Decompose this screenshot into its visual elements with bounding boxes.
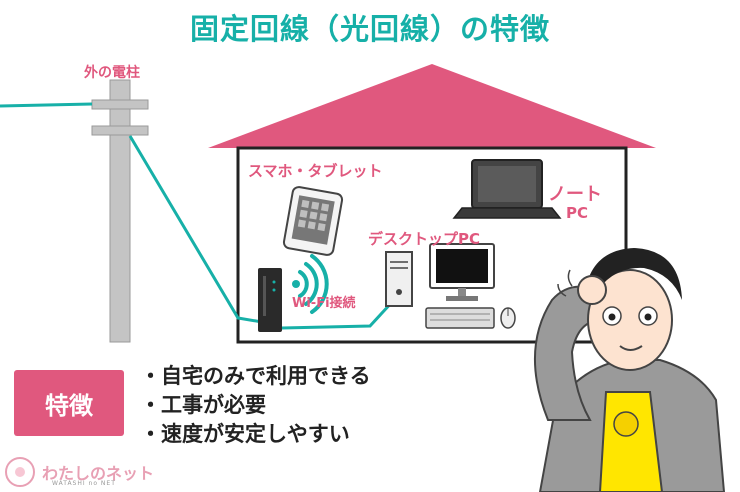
smartphone-label: スマホ・タブレット [248, 162, 383, 180]
notebook-label-line2: PC [566, 204, 589, 222]
mouse-icon [500, 307, 516, 329]
person-illustration [534, 248, 726, 492]
smartphone-icon [282, 186, 344, 256]
router-icon [258, 268, 282, 332]
notebook-label-line1: ノート [548, 184, 602, 205]
pole-icon [91, 79, 149, 343]
laptop-icon [452, 159, 562, 219]
feature-item: ・工事が必要 [140, 393, 266, 417]
logo-subtitle: WATASHI no NET [52, 480, 116, 487]
desktop-label: デスクトップPC [368, 230, 481, 248]
house-wall [236, 146, 628, 344]
logo-name: わたしのネット [42, 464, 155, 483]
fiber-cable [0, 102, 263, 324]
page-title: 固定回線（光回線）の特徴 [189, 12, 550, 46]
logo-icon [5, 457, 35, 487]
keyboard-icon [425, 307, 495, 329]
features-list: ・自宅のみで利用できる ・工事が必要 ・速度が安定しやすい [140, 362, 371, 449]
feature-item: ・速度が安定しやすい [140, 422, 350, 446]
feature-item: ・自宅のみで利用できる [140, 364, 371, 388]
house-roof [208, 64, 656, 148]
desktop-tower-icon [385, 251, 413, 307]
pole-label: 外の電柱 [84, 65, 140, 81]
features-badge: 特徴 [14, 370, 124, 436]
monitor-icon [429, 243, 495, 301]
wifi-icon [292, 254, 329, 314]
router-pc-cable [281, 298, 396, 330]
wifi-label: Wi-Fi接続 [292, 296, 356, 311]
